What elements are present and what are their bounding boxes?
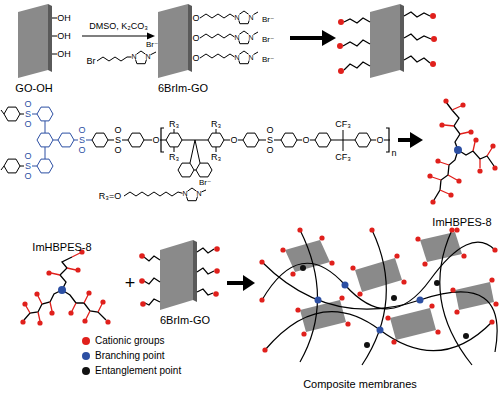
- atom-label: O: [114, 146, 121, 155]
- structure-panel: 6BrIm-GO: [145, 236, 227, 328]
- hyperbranched-polymer-star: [20, 249, 110, 325]
- atom-label: O: [266, 146, 273, 155]
- atom-label: O: [24, 120, 31, 129]
- atom-label: R₃: [169, 120, 179, 129]
- atom-label: CF₃: [335, 153, 351, 162]
- atom-label: Br⁻: [262, 56, 274, 64]
- composite-network: [259, 227, 498, 365]
- atom-label: O: [78, 126, 85, 135]
- atom-label: CF₃: [335, 120, 351, 129]
- hyperbranched-polymer-star: [427, 98, 497, 204]
- atom-label: O: [114, 126, 121, 135]
- schematic-go-sheet: [139, 240, 220, 310]
- atom-label: N: [248, 34, 253, 41]
- arrow-head: [243, 275, 255, 291]
- graphene-oxide-sheet: [18, 4, 57, 78]
- atom-label: O: [376, 136, 383, 145]
- atom-label: N: [234, 34, 239, 41]
- atom-label: O: [192, 34, 199, 43]
- structure-caption: 6BrIm-GO: [158, 83, 208, 94]
- atom-label: R₃: [211, 120, 221, 129]
- atom-label: R₃: [211, 153, 221, 162]
- atom-label: OH: [57, 32, 71, 41]
- atom-label: S: [79, 136, 85, 145]
- structure-caption: ImHBPES-8: [432, 217, 491, 228]
- atom-label: O: [230, 136, 237, 145]
- process-arrow: [398, 132, 423, 148]
- atom-label: N: [248, 54, 253, 61]
- functionalized-go-sheet: [158, 4, 258, 78]
- atom-label: OH: [57, 50, 71, 59]
- legend-text: Entanglement point: [95, 364, 181, 378]
- imidazolium-side-chain: [124, 188, 206, 201]
- arrow-shaft: [82, 35, 149, 36]
- legend-box: Cationic groupsBranching pointEntangleme…: [82, 334, 202, 380]
- atom-label: OH: [57, 14, 71, 23]
- structure-panel: GO-OH: [10, 0, 82, 96]
- structure-panel: 6BrIm-GO: [155, 0, 285, 96]
- schematic-go-sheet: [337, 4, 437, 78]
- atom-label: O: [192, 14, 199, 23]
- atom-label: Br⁻: [146, 41, 158, 49]
- atom-label: Br⁻: [199, 179, 211, 187]
- atom-label: N: [248, 14, 253, 21]
- reaction-arrow: [82, 33, 155, 40]
- structure-panel: ImHBPES-8: [425, 92, 500, 230]
- atom-label: S: [267, 136, 273, 145]
- bromohexyl-imidazolium-reagent: [97, 51, 156, 64]
- atom-label: n: [391, 149, 396, 158]
- structure-caption: GO-OH: [15, 83, 52, 94]
- legend-row: Cationic groups: [82, 334, 202, 348]
- atom-label: N: [234, 14, 239, 21]
- polymer-backbone: [92, 128, 390, 177]
- atom-label: O: [78, 146, 85, 155]
- atom-label: O: [266, 126, 273, 135]
- atom-label: Br⁻: [262, 36, 274, 44]
- legend-swatch: [82, 367, 90, 375]
- legend-row: Entanglement point: [82, 364, 202, 378]
- legend-row: Branching point: [82, 349, 202, 363]
- atom-label: Br: [87, 57, 96, 66]
- atom-label: N: [145, 53, 150, 60]
- tolyl-end-groups: [1, 107, 24, 173]
- atom-label: N: [234, 54, 239, 61]
- atom-label: N: [196, 190, 201, 197]
- atom-label: S: [115, 136, 121, 145]
- atom-label: S: [25, 162, 31, 171]
- atom-label: O: [24, 152, 31, 161]
- structure-caption: 6BrIm-GO: [160, 315, 210, 326]
- legend-swatch: [82, 337, 90, 345]
- structure-caption: ImHBPES-8: [32, 242, 91, 253]
- atom-label: N: [182, 190, 187, 197]
- atom-label: R₃=O: [99, 192, 121, 201]
- reaction-arrow: [227, 275, 255, 291]
- atom-label: Br⁻: [262, 16, 274, 24]
- legend-text: Cationic groups: [95, 334, 164, 348]
- structure-panel: ImHBPES-8: [12, 238, 120, 330]
- atom-label: N: [131, 53, 136, 60]
- atom-label: O: [302, 136, 309, 145]
- structure-panel: Composite membranes: [255, 226, 497, 392]
- atom-label: +: [125, 274, 136, 292]
- atom-label: O: [152, 136, 159, 145]
- reaction-condition: DMSO, K₂CO₃: [89, 22, 148, 31]
- legend-swatch: [82, 352, 90, 360]
- atom-label: O: [192, 54, 199, 63]
- atom-label: O: [24, 100, 31, 109]
- process-arrow: [290, 30, 336, 46]
- atom-label: S: [25, 110, 31, 119]
- arrow-shaft: [227, 281, 245, 285]
- arrow-head: [147, 33, 155, 40]
- triphenylbenzene-core: [32, 107, 92, 173]
- legend-text: Branching point: [95, 349, 165, 363]
- atom-label: O: [24, 172, 31, 181]
- atom-label: R₃: [169, 153, 179, 162]
- structure-caption: Composite membranes: [303, 379, 417, 390]
